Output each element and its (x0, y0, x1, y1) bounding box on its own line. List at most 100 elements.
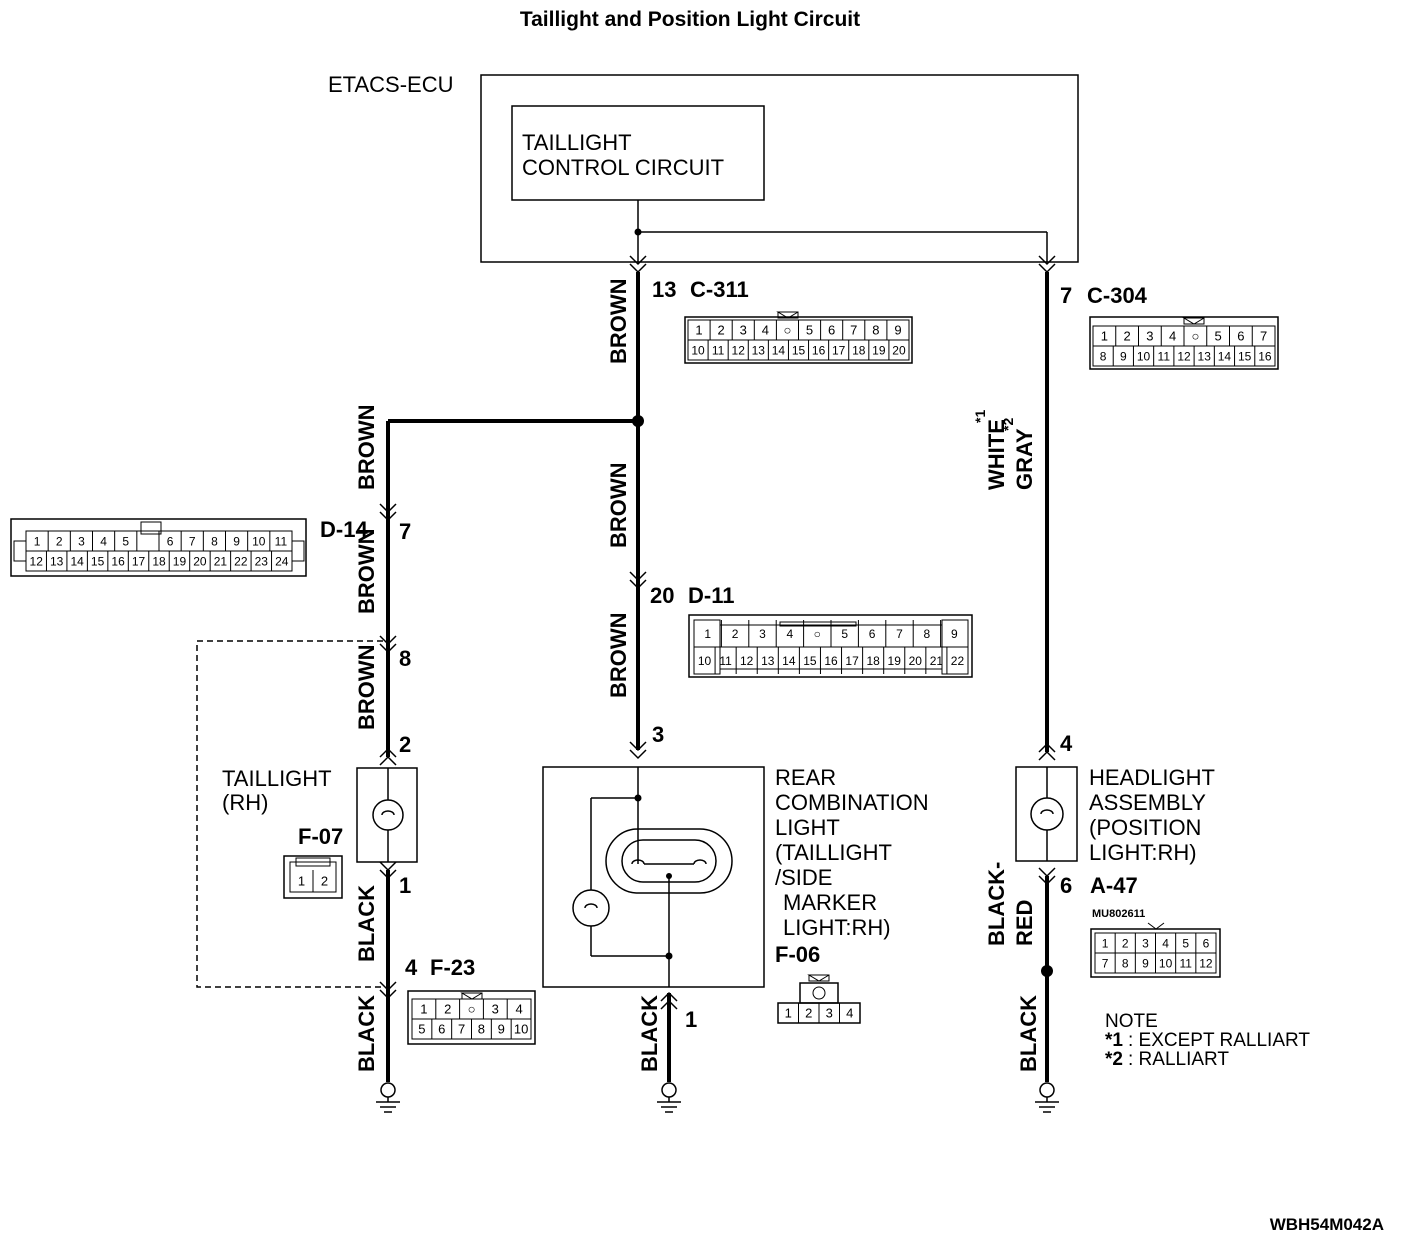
connector-pin-label: 7 (1260, 329, 1267, 344)
pin-4: 4 (1060, 731, 1073, 756)
connector-pin-label: 17 (845, 654, 859, 668)
connector-pin-label: 11 (275, 534, 288, 548)
connector-pin-label: 10 (1159, 956, 1173, 970)
connector-pin-label: 5 (418, 1022, 425, 1037)
connector-pin-label: 4 (515, 1002, 522, 1017)
connector-pin-label: 3 (826, 1006, 833, 1021)
figure-code: WBH54M042A (1270, 1215, 1384, 1234)
connector-pin-label: 15 (803, 654, 817, 668)
connector-pin-label: 4 (1162, 936, 1169, 950)
taillight-label-line1: TAILLIGHT (222, 766, 332, 791)
wire-color-brown-center: BROWN (606, 462, 631, 548)
connector-pin-label: 1 (34, 534, 41, 548)
connector-pin-label: 8 (478, 1022, 485, 1037)
rear-label-line6: MARKER (783, 890, 877, 915)
headlight-label-line2: ASSEMBLY (1089, 790, 1206, 815)
headlight-label-line1: HEADLIGHT (1089, 765, 1215, 790)
connector-pin-label: 23 (255, 554, 269, 568)
connector-pin-label: 7 (189, 534, 196, 548)
connector-pin-label: 12 (1177, 349, 1191, 363)
diagram-title: Taillight and Position Light Circuit (520, 8, 860, 31)
connector-pin-label: 22 (234, 554, 248, 568)
rear-label-line3: LIGHT (775, 815, 840, 840)
connector-pin-label: 6 (1203, 936, 1210, 950)
connector-pin-label: 2 (718, 323, 725, 338)
connector-pin-label: 2 (732, 627, 739, 641)
connector-pin-label: 11 (719, 654, 732, 668)
wire-color-black-ground-left: BLACK (354, 995, 379, 1072)
wire-color-brown-mid-left: BROWN (354, 528, 379, 614)
connector-pin-label: 1 (1101, 329, 1108, 344)
connector-pin-label: 4 (762, 323, 769, 338)
connector-pin-label: 19 (888, 654, 902, 668)
connector-pin-label: 1 (785, 1006, 792, 1021)
connector-pin-label: 2 (321, 874, 328, 889)
connector-pin-label: 15 (91, 554, 105, 568)
connector-pin-label: 10 (1137, 349, 1151, 363)
connector-pin-label: 3 (740, 323, 747, 338)
side-marker-bulb-icon (572, 889, 610, 927)
connector-pin-label: 1 (298, 874, 305, 889)
connector-pin-label: 11 (1180, 956, 1193, 970)
connector-pin-label: ○ (468, 1002, 476, 1017)
connector-pin-label: 17 (132, 554, 146, 568)
connector-pin-label: 4 (846, 1006, 853, 1021)
connector-pin-label: 5 (1215, 329, 1222, 344)
connector-pin-label: 10 (514, 1022, 528, 1037)
connector-pin-label: 8 (1122, 956, 1129, 970)
connector-pin-label: 16 (824, 654, 838, 668)
wire-color-white: WHITE (984, 419, 1009, 490)
ground-icon (1035, 1082, 1059, 1113)
wire-color-brown-upper: BROWN (606, 278, 631, 364)
connector-pin-label: 8 (211, 534, 218, 548)
a47-part-number: MU802611 (1092, 908, 1145, 920)
a47-pin: 6 (1060, 873, 1072, 898)
pin-2: 2 (399, 732, 411, 757)
headlight-assembly-component (1015, 766, 1078, 862)
connector-pin-label: 3 (1146, 329, 1153, 344)
note-item2-mark: *2 (1105, 1049, 1123, 1070)
headlight-label-line3: (POSITION (1089, 815, 1201, 840)
wire-color-brown-center-lower: BROWN (606, 612, 631, 698)
pin-1-taillight: 1 (399, 873, 411, 898)
connector-pin-label: 6 (869, 627, 876, 641)
wire-color-black-ground-center: BLACK (637, 995, 662, 1072)
ground-symbols (376, 1082, 1059, 1113)
f23-name: F-23 (430, 955, 475, 980)
connector-pin-label: 11 (712, 343, 725, 357)
wire-color-black-red-1: BLACK- (984, 862, 1009, 946)
connector-pin-label: 10 (698, 654, 712, 668)
connector-pin-label: 13 (752, 343, 766, 357)
connector-pin-label: 5 (122, 534, 129, 548)
d14-pin: 7 (399, 519, 411, 544)
connector-pin-label: 13 (50, 554, 64, 568)
connector-pin-label: ○ (1191, 329, 1199, 344)
connector-pin-label: 14 (70, 554, 84, 568)
ecu-name: ETACS-ECU (328, 72, 454, 97)
connector-pin-label: 14 (782, 654, 796, 668)
ecu-internal-wiring (634, 200, 1048, 262)
connector-pin-label: 5 (841, 627, 848, 641)
connector-pin-label: 7 (896, 627, 903, 641)
circuit-label-line2: CONTROL CIRCUIT (522, 155, 724, 180)
taillight-bulb-icon (372, 799, 404, 831)
connector-pin-label: 20 (193, 554, 207, 568)
rear-label-line5: /SIDE (775, 865, 832, 890)
connector-pin-label: 9 (1120, 349, 1127, 363)
note-heading: NOTE (1105, 1011, 1158, 1032)
d14-name: D-14 (320, 517, 368, 542)
pin-1-rear: 1 (685, 1007, 697, 1032)
wire-color-gray: GRAY (1012, 428, 1037, 490)
c311-pin: 13 (652, 277, 676, 302)
taillight-label-line2: (RH) (222, 790, 268, 815)
connector-pin-label: 15 (792, 343, 806, 357)
pin-8: 8 (399, 646, 411, 671)
connector-pin-label: 19 (173, 554, 187, 568)
ground-icon (657, 1082, 681, 1113)
d11-name: D-11 (688, 583, 734, 608)
connector-pin-label: 16 (812, 343, 826, 357)
rear-label-line1: REAR (775, 765, 836, 790)
connector-pin-label: 1 (1102, 936, 1109, 950)
